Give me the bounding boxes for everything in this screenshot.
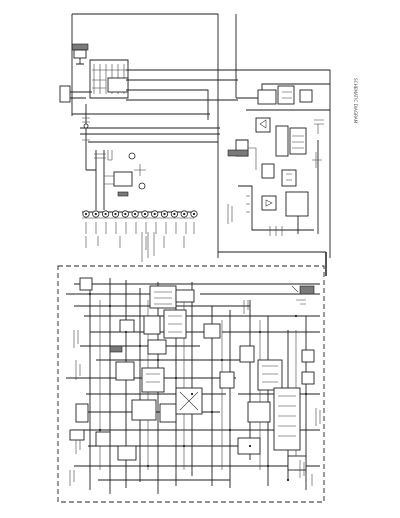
- connector-pin-center: [94, 212, 97, 216]
- rotated-label-marks: [69, 204, 321, 486]
- connector-pin-center: [134, 212, 137, 216]
- junction-dots: [88, 292, 308, 482]
- connector-pin-center: [163, 212, 166, 216]
- pin-label-stubs: [85, 222, 195, 262]
- connector-pin-center: [124, 212, 127, 216]
- main-board-blocks: [69, 277, 315, 471]
- connector-pin-center: [84, 212, 88, 216]
- connector-pin-row: [82, 210, 198, 219]
- corner-note: SCHEMATIC DIAGRAM: [353, 78, 358, 124]
- connector-pin-center: [183, 212, 186, 216]
- connector-pin-center: [143, 212, 146, 216]
- top-connector-block: [59, 43, 129, 103]
- main-board-outline: [57, 265, 325, 503]
- connector-pin-center: [173, 212, 176, 216]
- top-signal-bus: [71, 13, 327, 276]
- connector-pin-center: [192, 212, 196, 216]
- spine-components: [82, 104, 146, 210]
- right-upper-section: [227, 14, 331, 258]
- connector-pin-center: [114, 212, 117, 216]
- connector-pin-center: [153, 212, 156, 216]
- connector-pin-center: [104, 212, 107, 216]
